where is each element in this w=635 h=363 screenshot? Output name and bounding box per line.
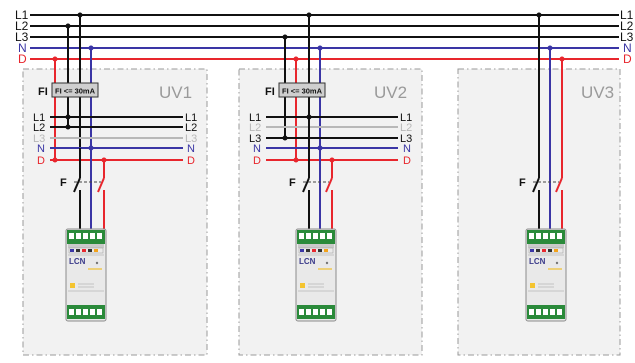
- inner-left-uv2-l2: L2: [249, 122, 261, 134]
- inner-left-uv1-n: N: [37, 143, 45, 155]
- fi-rating-uv2: FI <= 30mA: [282, 87, 323, 96]
- inner-right-uv2-l3: L3: [400, 133, 412, 145]
- inner-left-uv2-n: N: [253, 143, 261, 155]
- busbar-label-left-l3: L3: [15, 30, 29, 44]
- panel-uv2-wiring: [266, 12, 398, 232]
- inner-left-uv1-d: D: [37, 155, 45, 167]
- module-brand-uv3: LCN: [529, 257, 546, 266]
- inner-left-uv2-l3: L3: [249, 133, 261, 145]
- inner-right-uv2-l2: L2: [400, 122, 412, 134]
- fi-box-uv2: [278, 82, 326, 98]
- inner-right-uv2-n: N: [403, 143, 411, 155]
- inner-left-uv1-l2: L2: [33, 122, 45, 134]
- inner-right-uv2-d: D: [403, 155, 411, 167]
- inner-right-uv1-l2: L2: [185, 122, 197, 134]
- fuse-label-uv3: F: [519, 177, 526, 189]
- busbar-label-right-l1: L1: [620, 8, 634, 22]
- lcn-module-uv2: LCN: [295, 228, 337, 322]
- module-brand-uv1: LCN: [69, 257, 86, 266]
- lcn-module-uv3: LCN: [525, 228, 567, 322]
- inner-right-uv2-l1: L1: [400, 112, 412, 124]
- module-brand-uv2: LCN: [299, 257, 316, 266]
- fuse-label-uv1: F: [60, 177, 67, 189]
- fi-label-uv2: FI: [265, 86, 275, 98]
- busbar-label-left-l2: L2: [15, 19, 29, 33]
- panel-uv1-wiring: [50, 12, 183, 232]
- inner-right-uv1-l1: L1: [185, 112, 197, 124]
- inner-right-uv1-n: N: [187, 143, 195, 155]
- busbar-label-left-d: D: [18, 52, 27, 66]
- inner-left-uv1-l1: L1: [33, 112, 45, 124]
- busbar-label-right-n: N: [623, 41, 632, 55]
- inner-left-uv1-l3: L3: [33, 133, 45, 145]
- busbar-label-left-l1: L1: [15, 8, 29, 22]
- panel-uv1-box: [22, 68, 208, 356]
- fuse-label-uv2: F: [289, 177, 296, 189]
- busbar-label-right-l2: L2: [620, 19, 634, 33]
- inner-right-uv1-d: D: [187, 155, 195, 167]
- main-busbar: [30, 14, 619, 60]
- busbar-label-right-d: D: [623, 52, 632, 66]
- panel-title-uv1: UV1: [159, 83, 192, 102]
- panel-title-uv2: UV2: [374, 83, 407, 102]
- busbar-label-right-l3: L3: [620, 30, 634, 44]
- fi-rating-uv1: FI <= 30mA: [55, 87, 96, 96]
- inner-left-uv2-l1: L1: [249, 112, 261, 124]
- fi-label-uv1: FI: [38, 86, 48, 98]
- panel-uv3-wiring: [532, 12, 565, 232]
- fi-box-uv1: [51, 82, 99, 98]
- busbar-label-left-n: N: [18, 41, 27, 55]
- inner-left-uv2-d: D: [253, 155, 261, 167]
- panel-title-uv3: UV3: [581, 83, 614, 102]
- lcn-module-uv1: LCN: [65, 228, 107, 322]
- inner-right-uv1-l3: L3: [185, 133, 197, 145]
